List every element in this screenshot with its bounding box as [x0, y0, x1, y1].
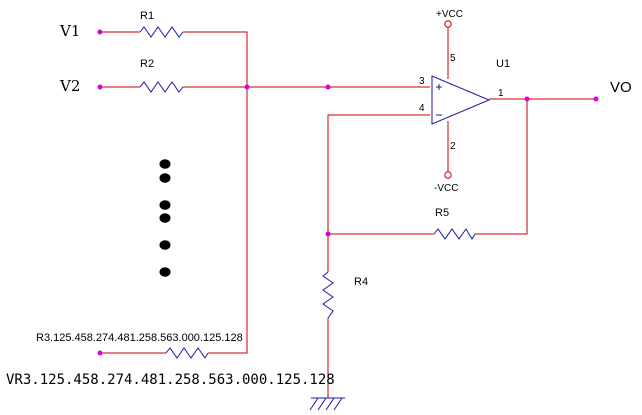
wire-r5-out — [475, 99, 528, 235]
label-r2: R2 — [140, 58, 154, 70]
resistor-r2 — [139, 81, 184, 93]
node-output-junction — [524, 96, 530, 102]
vcc-neg-terminal — [444, 171, 452, 179]
wire-bus-r3 — [208, 87, 248, 354]
label-r5: R5 — [435, 207, 449, 219]
label-v1: V1 — [59, 22, 80, 40]
labels: V1 V2 VR3.125.458.274.481.258.563.000.12… — [6, 9, 632, 388]
label-pin-5: 5 — [450, 53, 456, 64]
label-vr3: VR3.125.458.274.481.258.563.000.125.128 — [6, 372, 335, 388]
opamp-triangle — [431, 75, 491, 125]
label-pin-2: 2 — [450, 141, 456, 152]
label-pin-3: 3 — [419, 76, 425, 87]
ellipsis-dot — [159, 173, 171, 183]
label-pin-1: 1 — [498, 88, 504, 99]
label-r4: R4 — [354, 276, 368, 288]
label-pin-4: 4 — [419, 103, 425, 114]
resistor-r4 — [322, 271, 334, 319]
more-inputs-ellipsis — [159, 159, 171, 277]
label-vcc-neg: -VCC — [434, 183, 458, 194]
node-vo — [593, 96, 599, 102]
ellipsis-dot — [159, 267, 171, 277]
node-vr3 — [97, 350, 103, 356]
node-v2 — [97, 84, 103, 90]
label-u1: U1 — [496, 58, 510, 70]
node-v1 — [97, 29, 103, 35]
node-feedback — [325, 231, 331, 237]
node-noninv — [325, 84, 331, 90]
ground-symbol — [309, 397, 345, 411]
wire-r1-bus — [183, 31, 248, 87]
ellipsis-dot — [159, 159, 171, 169]
ellipsis-dot — [159, 240, 171, 250]
resistor-r3 — [165, 347, 209, 359]
label-v2: V2 — [59, 77, 80, 95]
wires — [100, 27, 596, 398]
label-r3: R3.125.458.274.481.258.563.000.125.128 — [36, 332, 243, 344]
label-r1: R1 — [140, 10, 154, 22]
ellipsis-dot — [159, 200, 171, 210]
ellipsis-dot — [159, 213, 171, 223]
resistors — [139, 26, 476, 359]
resistor-r1 — [139, 26, 184, 38]
label-vo: VO — [610, 79, 632, 96]
label-vcc-pos: +VCC — [436, 9, 463, 20]
vcc-pos-terminal — [444, 20, 452, 28]
resistor-r5 — [433, 228, 476, 240]
node-bus — [244, 84, 250, 90]
nodes — [97, 29, 599, 356]
opamp-u1 — [431, 75, 491, 125]
wire-inv-feedback — [327, 114, 430, 234]
